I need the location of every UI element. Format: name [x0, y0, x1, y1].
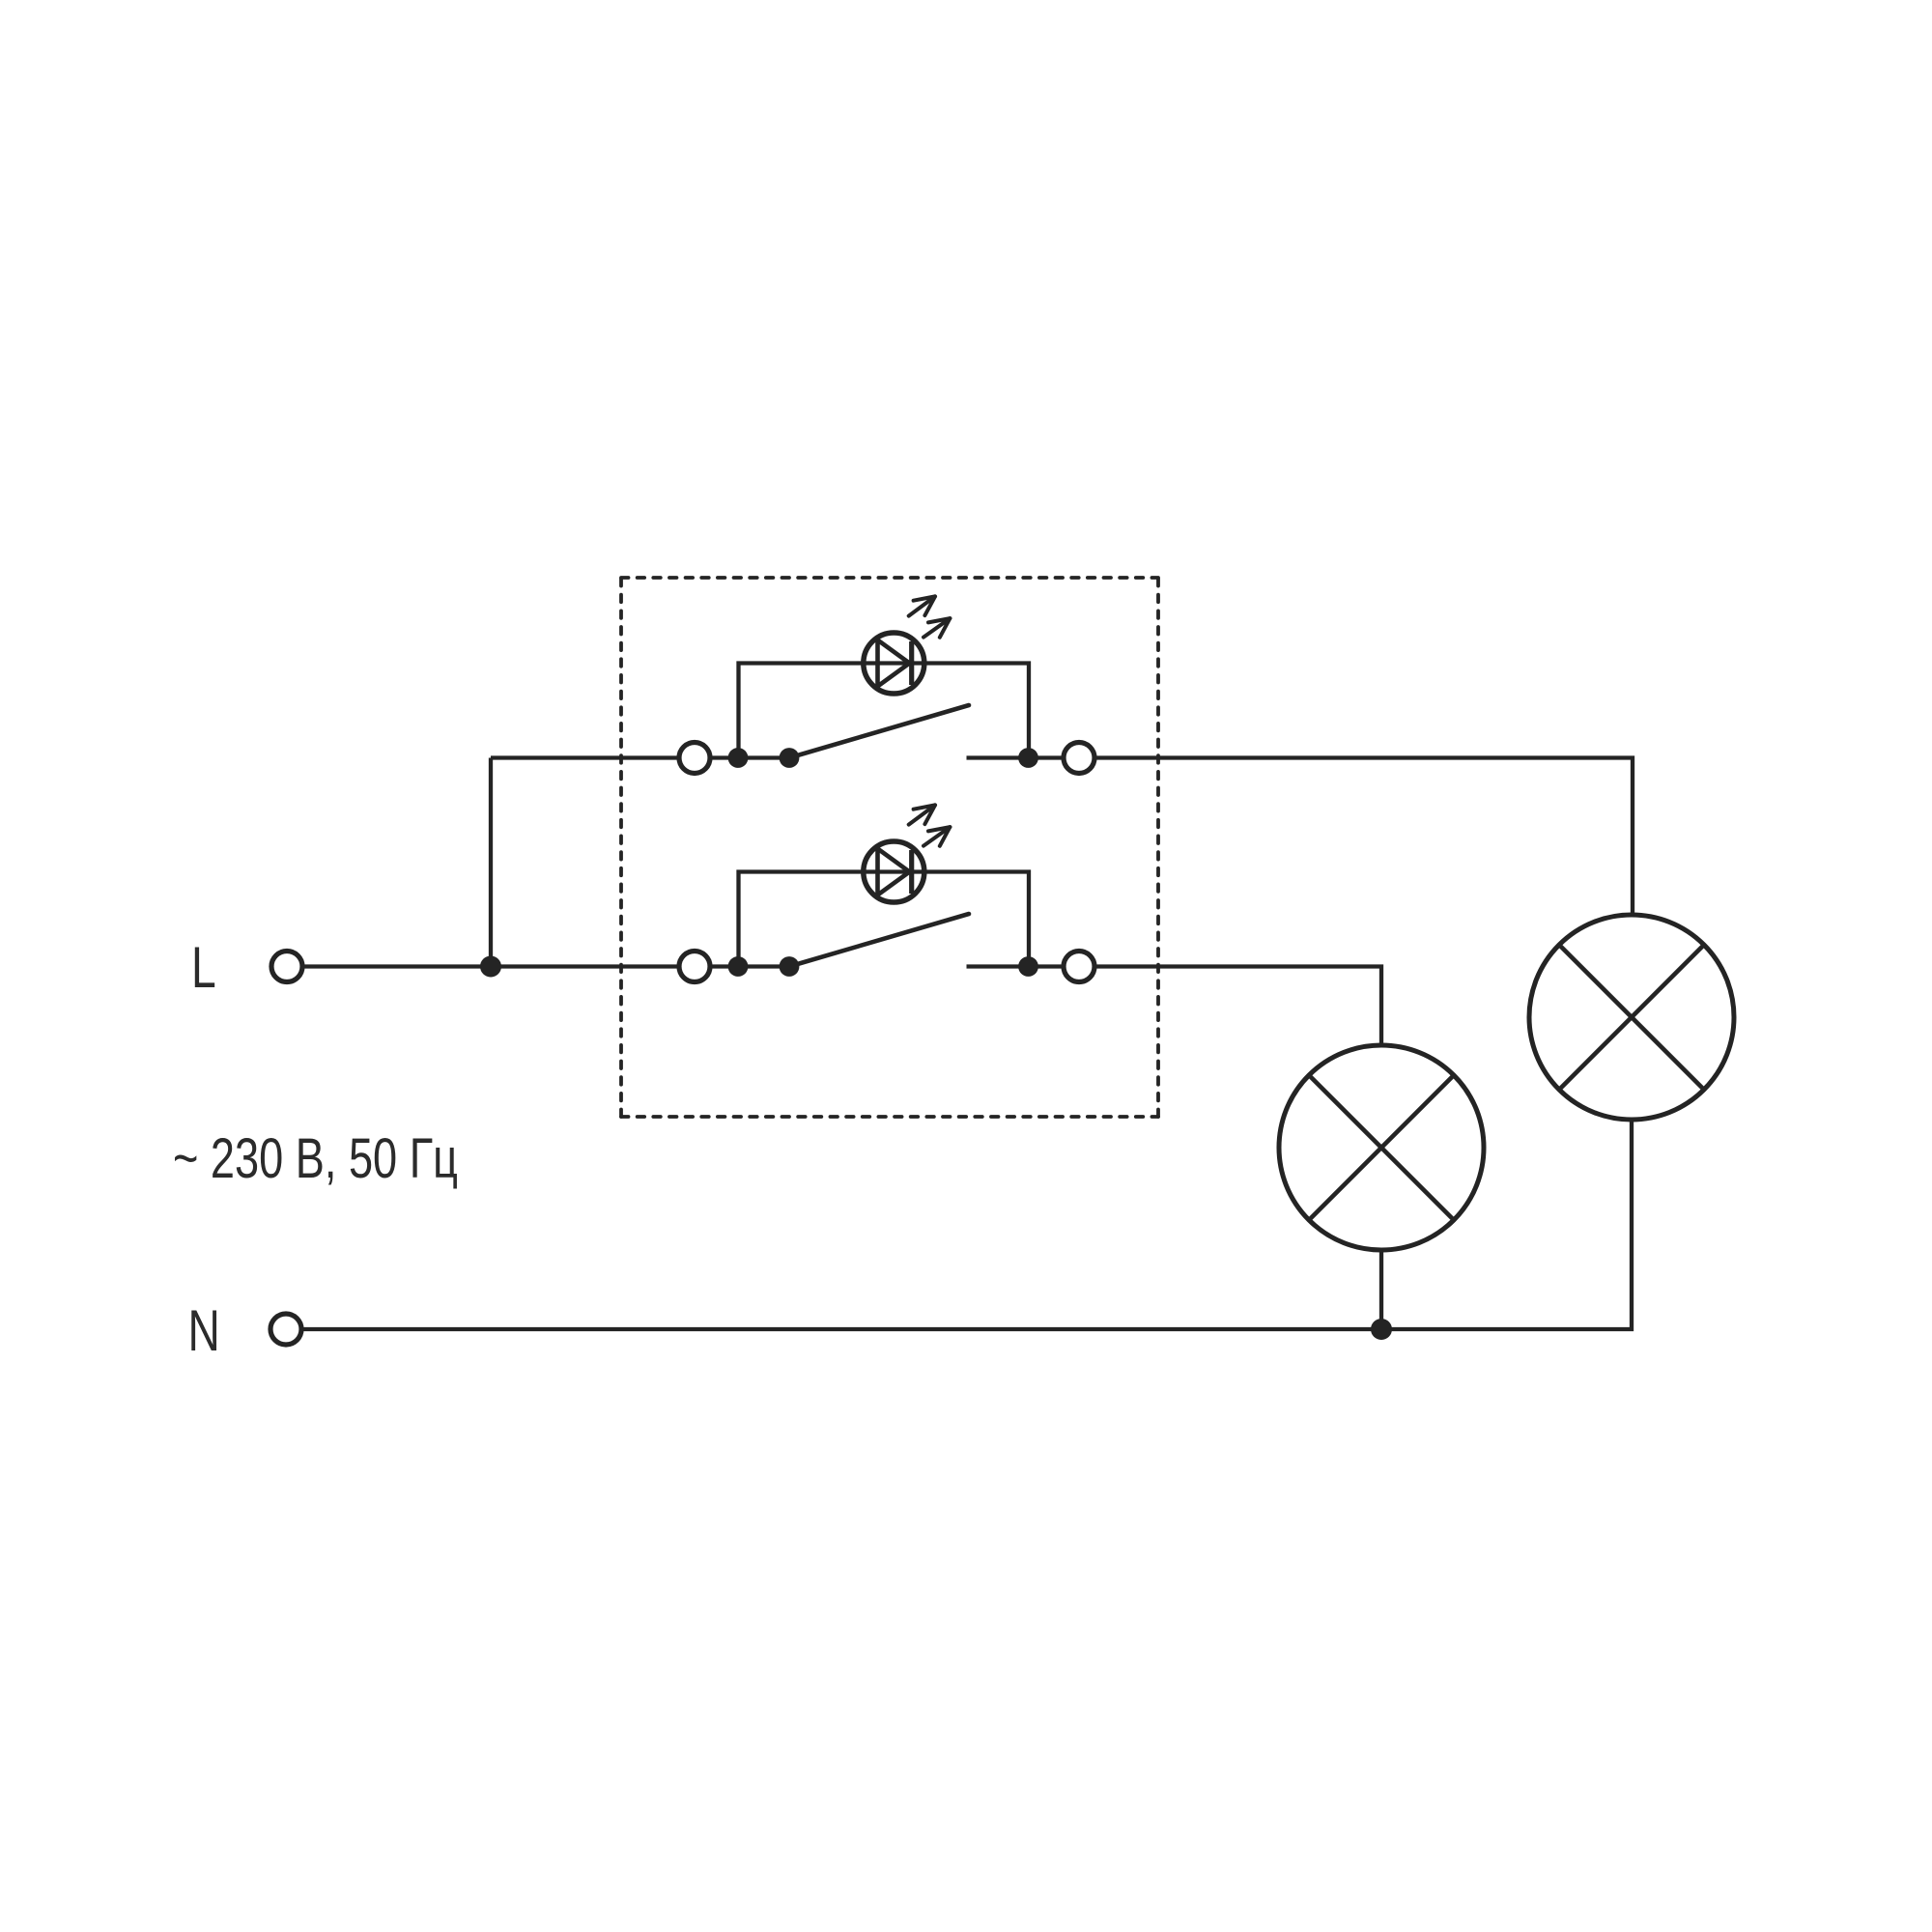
svg-text:N: N — [188, 1298, 220, 1363]
svg-text:L: L — [191, 935, 216, 1000]
svg-text:~ 230 В, 50 Гц: ~ 230 В, 50 Гц — [173, 1127, 458, 1190]
